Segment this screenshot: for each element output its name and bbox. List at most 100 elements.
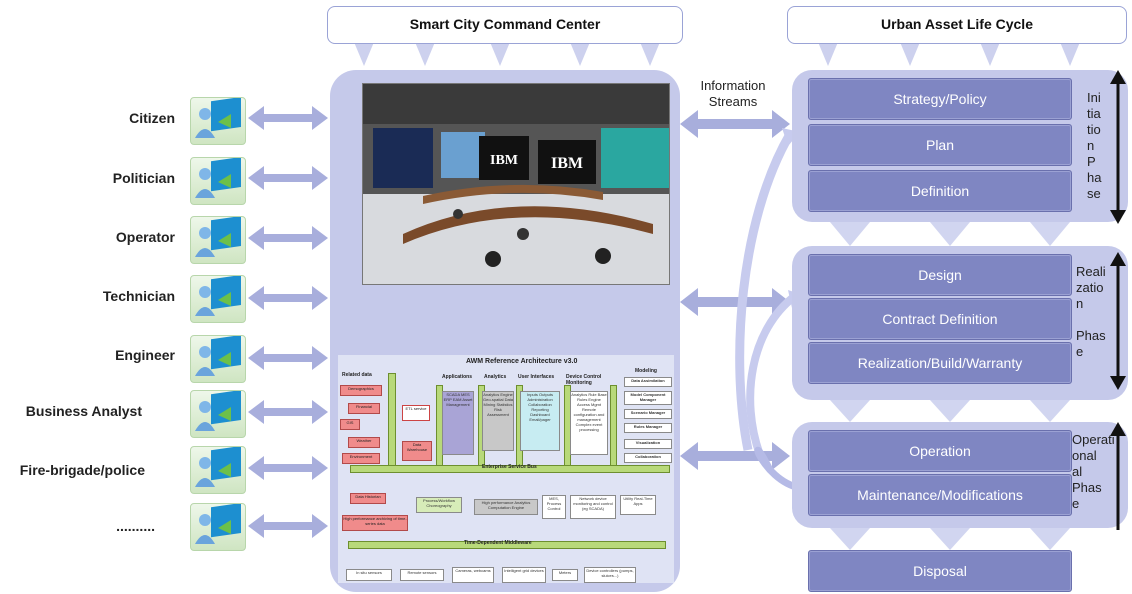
arch-etl: ETL service	[402, 405, 430, 421]
step-contract-definition: Contract Definition	[808, 298, 1072, 340]
label-line: e	[1076, 344, 1084, 359]
label-line: e	[1072, 496, 1080, 511]
arch-related-weather: Weather	[348, 437, 380, 448]
label-line: n	[1076, 296, 1084, 311]
operational-phase-label: Operati onal al Phas e	[1072, 432, 1115, 512]
actor-label-citizen: Citizen	[129, 110, 175, 126]
label-line: se	[1087, 186, 1101, 201]
esb-label: Enterprise Service Bus	[482, 464, 537, 470]
step-definition: Definition	[808, 170, 1072, 212]
arch-related-financial: Financial	[348, 403, 380, 414]
arch-netmon: Network device monitoring and control (e…	[570, 495, 616, 519]
time-dependent-middleware	[348, 541, 666, 549]
label-line: P	[1087, 154, 1096, 169]
command-center-header: Smart City Command Center	[327, 6, 683, 44]
label-line: tia	[1087, 106, 1101, 121]
enterprise-service-bus	[350, 465, 670, 473]
arch-ui: Inputs Outputs Administration Collaborat…	[520, 391, 560, 451]
user-presentation-icon	[190, 156, 246, 205]
actor-label-politician: Politician	[112, 170, 175, 186]
architecture-diagram: AWM Reference Architecture v3.0 Related …	[338, 355, 674, 583]
step-plan: Plan	[808, 124, 1072, 166]
screen-ibm-left: IBM	[490, 153, 518, 168]
arch-header-ui: User Interfaces	[518, 374, 555, 380]
arch-bottom-0: In situ sensors	[346, 569, 392, 581]
phase-transition-arrows	[830, 222, 1070, 550]
actor-label-fire-brigade: Fire-brigade/police	[19, 462, 145, 478]
label-line: n	[1087, 138, 1095, 153]
arch-header-related: Related data	[342, 372, 372, 378]
arch-title: AWM Reference Architecture v3.0	[466, 358, 578, 365]
phase-double-arrows	[1110, 70, 1126, 530]
actor-label-engineer: Engineer	[115, 347, 175, 363]
actor-label-more: ..........	[116, 518, 155, 534]
step-operation: Operation	[808, 430, 1072, 472]
user-presentation-icon	[190, 274, 246, 323]
arch-device: Analytics Rule Base Rules Engine Access …	[570, 391, 608, 455]
actor-arrows	[248, 106, 328, 538]
label-line: Reali	[1076, 264, 1106, 279]
arch-utility: Utility Real-Time Apps	[620, 495, 656, 515]
arch-header-applications: Applications	[442, 374, 473, 380]
arch-related-environment: Environment	[342, 453, 380, 464]
arch-modeling-2: Scenario Manager	[624, 409, 672, 419]
arch-modeling-5: Collaboration	[624, 453, 672, 463]
arch-related-demographics: Demographics	[340, 385, 382, 396]
step-strategy-policy: Strategy/Policy	[808, 78, 1072, 120]
label-line	[1076, 312, 1106, 328]
command-center-render: IBM IBM	[362, 83, 670, 285]
feedback-curve-1	[735, 131, 794, 451]
step-disposal: Disposal	[808, 550, 1072, 592]
actor-label-operator: Operator	[115, 229, 175, 245]
label-line: tio	[1087, 122, 1101, 137]
center-header-arrows	[354, 42, 660, 66]
user-presentation-icon	[190, 96, 246, 145]
right-header-arrows	[818, 42, 1080, 66]
information-streams-label: Information Streams	[694, 78, 772, 110]
bus-vertical	[388, 373, 396, 473]
arch-header-analytics: Analytics	[484, 374, 507, 380]
arch-bottom-1: Remote sensors	[400, 569, 444, 581]
step-design: Design	[808, 254, 1072, 296]
step-maintenance: Maintenance/Modifications	[808, 474, 1072, 516]
bus-vertical	[610, 385, 617, 473]
initiation-phase-label: Ini tia tio n P ha se	[1087, 90, 1101, 202]
arch-header-modeling: Modeling	[635, 368, 657, 374]
stream-arrows	[680, 110, 790, 470]
realization-phase-label: Reali zatio n Phas e	[1076, 264, 1106, 360]
arch-bottom-3: Intelligent grid devices	[502, 567, 546, 583]
label-line: zatio	[1076, 280, 1104, 295]
label-line: Phas	[1076, 328, 1106, 343]
arch-modeling-1: Model Component Manager	[624, 391, 672, 405]
label-line: al	[1072, 464, 1083, 479]
label-line: Operati	[1072, 432, 1115, 447]
arch-bottom-5: Device controllers (pumps, sluices...)	[584, 567, 636, 583]
arch-modeling-0: Data Assimilation	[624, 377, 672, 387]
arch-bottom-4: Meters	[552, 569, 578, 581]
user-presentation-icon	[190, 334, 246, 383]
arch-hpa: High performance Analytics Computation E…	[474, 499, 538, 515]
arch-mes: MES, Process Control	[542, 495, 566, 519]
arch-applications: SCADA MES ERP EAM Asset Management	[442, 391, 474, 455]
arch-modeling-3: Rules Manager	[624, 423, 672, 433]
arch-analytics: Analytics Engine Geo-spatial Data Mining…	[482, 391, 514, 451]
feedback-curve-3	[754, 446, 801, 492]
info-streams-line-1: Information	[700, 78, 766, 93]
label-line: ha	[1087, 170, 1102, 185]
arch-process: Process/Workflow Choreography	[416, 497, 462, 513]
arch-bottom-2: Cameras, webcams	[452, 567, 494, 583]
arch-warehouse: Data Warehouse	[402, 441, 432, 461]
arch-header-device: Device Control Monitoring	[566, 374, 602, 386]
label-line: Ini	[1087, 90, 1101, 105]
user-presentation-icon	[190, 445, 246, 494]
user-presentation-icon	[190, 215, 246, 264]
label-line: Phas	[1072, 480, 1102, 495]
actor-label-technician: Technician	[102, 288, 175, 304]
screen-ibm-right: IBM	[551, 155, 583, 172]
arch-historian: Data Historian	[350, 493, 386, 504]
user-presentation-icon	[190, 502, 246, 551]
step-realization-build: Realization/Build/Warranty	[808, 342, 1072, 384]
label-line: onal	[1072, 448, 1097, 463]
asset-lifecycle-header: Urban Asset Life Cycle	[787, 6, 1127, 44]
